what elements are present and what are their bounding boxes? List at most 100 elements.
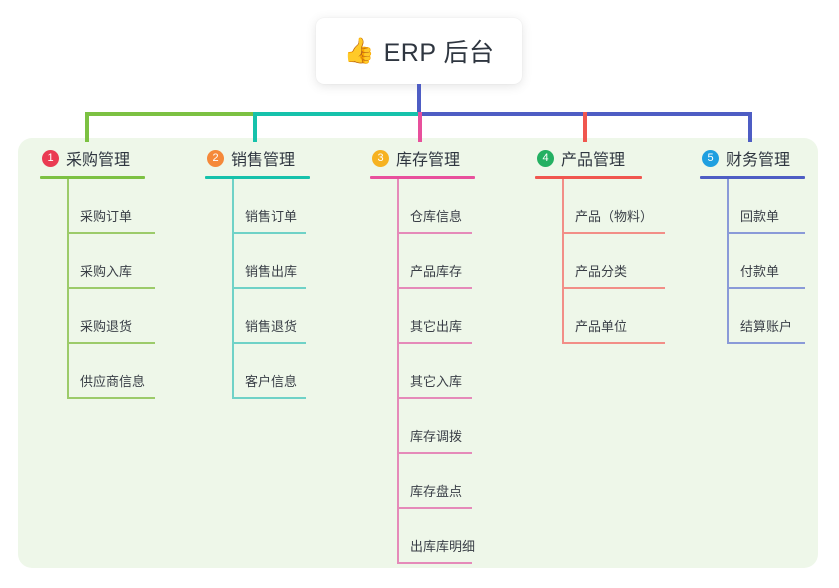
leaf-item[interactable]: 回款单: [727, 179, 805, 234]
leaf-item-label: 销售出库: [245, 264, 298, 279]
leaf-item-underline: [232, 397, 306, 399]
leaf-item[interactable]: 结算账户: [727, 289, 805, 344]
leaf-item-label: 销售退货: [245, 319, 298, 334]
column-rule-sales: [205, 176, 310, 179]
leaf-item[interactable]: 出库库明细: [397, 509, 475, 564]
root-node-title: ERP 后台: [383, 39, 495, 67]
drop-sales: [253, 112, 257, 142]
leaf-item[interactable]: 销售订单: [232, 179, 310, 234]
column-header-product[interactable]: 4 产品管理: [535, 146, 642, 170]
leaf-list-purchasing: 采购订单采购入库采购退货供应商信息: [67, 179, 155, 399]
leaf-item-label: 采购订单: [80, 209, 133, 224]
drop-purchasing: [85, 112, 89, 142]
leaf-item-underline: [397, 287, 472, 289]
leaf-item-underline: [727, 342, 805, 344]
leaf-item-label: 产品（物料）: [575, 209, 654, 224]
leaf-item-label: 回款单: [740, 209, 780, 224]
leaf-item-underline: [562, 287, 665, 289]
leaf-item-underline: [67, 397, 155, 399]
leaf-spine-product: [562, 179, 564, 344]
column-badge-sales: 2: [207, 149, 224, 167]
leaf-item-underline: [397, 342, 472, 344]
leaf-item[interactable]: 销售出库: [232, 234, 310, 289]
leaf-item[interactable]: 客户信息: [232, 344, 310, 399]
leaf-item-label: 其它出库: [410, 319, 463, 334]
drop-product: [583, 112, 587, 142]
leaf-item-label: 付款单: [740, 264, 780, 279]
leaf-item-label: 产品单位: [575, 319, 628, 334]
leaf-item-underline: [397, 452, 472, 454]
leaf-item-underline: [232, 342, 306, 344]
column-product: 4 产品管理产品（物料） 产品分类产品单位: [535, 146, 665, 344]
leaf-item-label: 销售订单: [245, 209, 298, 224]
bus-segment-teal: [253, 112, 420, 116]
leaf-item-underline: [67, 342, 155, 344]
leaf-list-inventory: 仓库信息产品库存其它出库其它入库库存调拨库存盘点出库库明细: [397, 179, 475, 564]
leaf-item[interactable]: 销售退货: [232, 289, 310, 344]
column-title-inventory: 库存管理: [396, 152, 461, 169]
leaf-item-underline: [397, 562, 472, 564]
column-rule-product: [535, 176, 642, 179]
column-header-inventory[interactable]: 3 库存管理: [370, 146, 475, 170]
leaf-list-product: 产品（物料） 产品分类产品单位: [562, 179, 665, 344]
column-header-purchasing[interactable]: 1 采购管理: [40, 146, 145, 170]
drop-finance: [748, 112, 752, 142]
leaf-item[interactable]: 采购订单: [67, 179, 155, 234]
leaf-item-underline: [562, 232, 665, 234]
root-node-card[interactable]: 👍 ERP 后台: [316, 18, 522, 84]
leaf-item[interactable]: 其它入库: [397, 344, 475, 399]
leaf-item-label: 客户信息: [245, 374, 298, 389]
leaf-item[interactable]: 库存调拨: [397, 399, 475, 454]
leaf-item-underline: [397, 397, 472, 399]
leaf-item[interactable]: 产品分类: [562, 234, 665, 289]
leaf-item-underline: [727, 287, 805, 289]
leaf-spine-inventory: [397, 179, 399, 564]
column-badge-purchasing: 1: [42, 149, 59, 167]
leaf-item-label: 其它入库: [410, 374, 463, 389]
column-badge-inventory: 3: [372, 149, 389, 167]
column-title-purchasing: 采购管理: [66, 152, 131, 169]
leaf-item[interactable]: 库存盘点: [397, 454, 475, 509]
leaf-item-underline: [232, 232, 306, 234]
leaf-item-label: 结算账户: [740, 319, 793, 334]
column-rule-finance: [700, 176, 805, 179]
leaf-list-finance: 回款单付款单结算账户: [727, 179, 805, 344]
column-title-sales: 销售管理: [231, 152, 296, 169]
leaf-item[interactable]: 产品单位: [562, 289, 665, 344]
column-header-sales[interactable]: 2 销售管理: [205, 146, 310, 170]
leaf-item[interactable]: 产品（物料）: [562, 179, 665, 234]
leaf-item-label: 采购退货: [80, 319, 133, 334]
leaf-item-label: 产品库存: [410, 264, 463, 279]
leaf-item[interactable]: 产品库存: [397, 234, 475, 289]
bus-segment-green: [85, 112, 255, 116]
column-title-finance: 财务管理: [726, 152, 791, 169]
leaf-item[interactable]: 采购退货: [67, 289, 155, 344]
leaf-item[interactable]: 付款单: [727, 234, 805, 289]
column-rule-inventory: [370, 176, 475, 179]
leaf-item[interactable]: 采购入库: [67, 234, 155, 289]
leaf-item[interactable]: 供应商信息: [67, 344, 155, 399]
leaf-item-underline: [67, 232, 155, 234]
diagram-background-panel: [18, 138, 818, 568]
thumbs-up-icon: 👍: [343, 36, 375, 65]
leaf-item-underline: [562, 342, 665, 344]
leaf-item-label: 产品分类: [575, 264, 628, 279]
column-rule-purchasing: [40, 176, 145, 179]
leaf-item-underline: [67, 287, 155, 289]
leaf-item[interactable]: 仓库信息: [397, 179, 475, 234]
leaf-item-label: 仓库信息: [410, 209, 463, 224]
leaf-item-underline: [397, 507, 472, 509]
leaf-list-sales: 销售订单销售出库销售退货客户信息: [232, 179, 310, 399]
column-title-product: 产品管理: [561, 152, 626, 169]
leaf-spine-finance: [727, 179, 729, 344]
column-sales: 2 销售管理销售订单销售出库销售退货客户信息: [205, 146, 310, 399]
leaf-item-label: 采购入库: [80, 264, 133, 279]
drop-inventory: [418, 112, 422, 142]
leaf-item-underline: [397, 232, 472, 234]
leaf-item[interactable]: 其它出库: [397, 289, 475, 344]
leaf-spine-sales: [232, 179, 234, 399]
leaf-item-label: 库存调拨: [410, 429, 463, 444]
column-badge-product: 4: [537, 149, 554, 167]
